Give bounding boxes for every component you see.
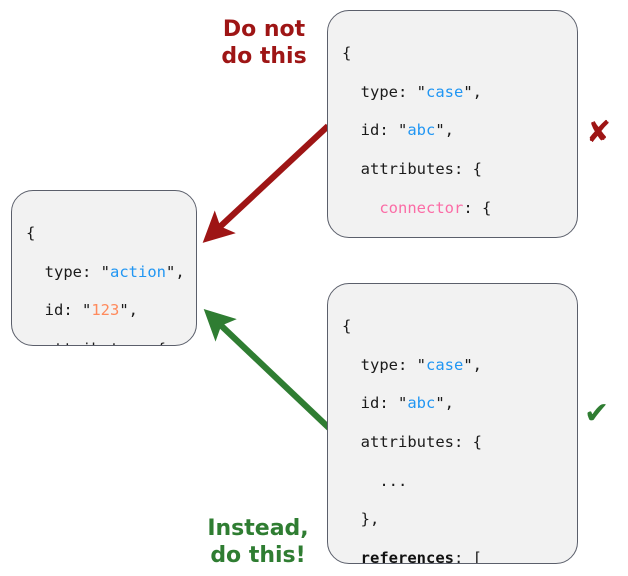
code-line: attributes: { [26,340,185,345]
bad-example-box: { type: "case", id: "abc", attributes: {… [327,10,578,238]
action-object-code: { type: "action", id: "123", attributes:… [26,205,185,345]
code-line: { [342,317,352,336]
code-line: id: "123", [26,301,138,320]
instead-do-this-label: Instead, do this! [207,516,309,568]
cross-mark-icon: ✘ [586,115,612,150]
code-line: ... [342,471,408,490]
code-line: attributes: { [342,160,482,179]
bad-example-code: { type: "case", id: "abc", attributes: {… [342,25,538,238]
code-line: { [342,44,352,63]
code-line: { [26,224,36,243]
code-line: type: "case", [342,355,482,374]
code-line: references: [ [360,548,482,564]
code-line: attributes: { [342,433,482,452]
do-not-do-this-label: Do not do this [221,17,307,69]
code-line: type: "action", [26,262,185,281]
bad-reference-arrow [202,123,331,243]
code-line: connector: { [379,198,492,217]
code-line: id: "abc", [342,121,454,140]
code-line: type: "action", [342,237,538,238]
code-line: type: "case", [342,82,482,101]
good-example-code: { type: "case", id: "abc", attributes: {… [342,298,557,564]
check-mark-icon: ✔ [584,396,610,431]
code-line: id: "abc", [342,394,454,413]
action-object-box: { type: "action", id: "123", attributes:… [11,190,197,346]
good-example-box: { type: "case", id: "abc", attributes: {… [327,283,578,564]
code-line: }, [342,510,380,529]
good-reference-arrow [203,309,332,431]
